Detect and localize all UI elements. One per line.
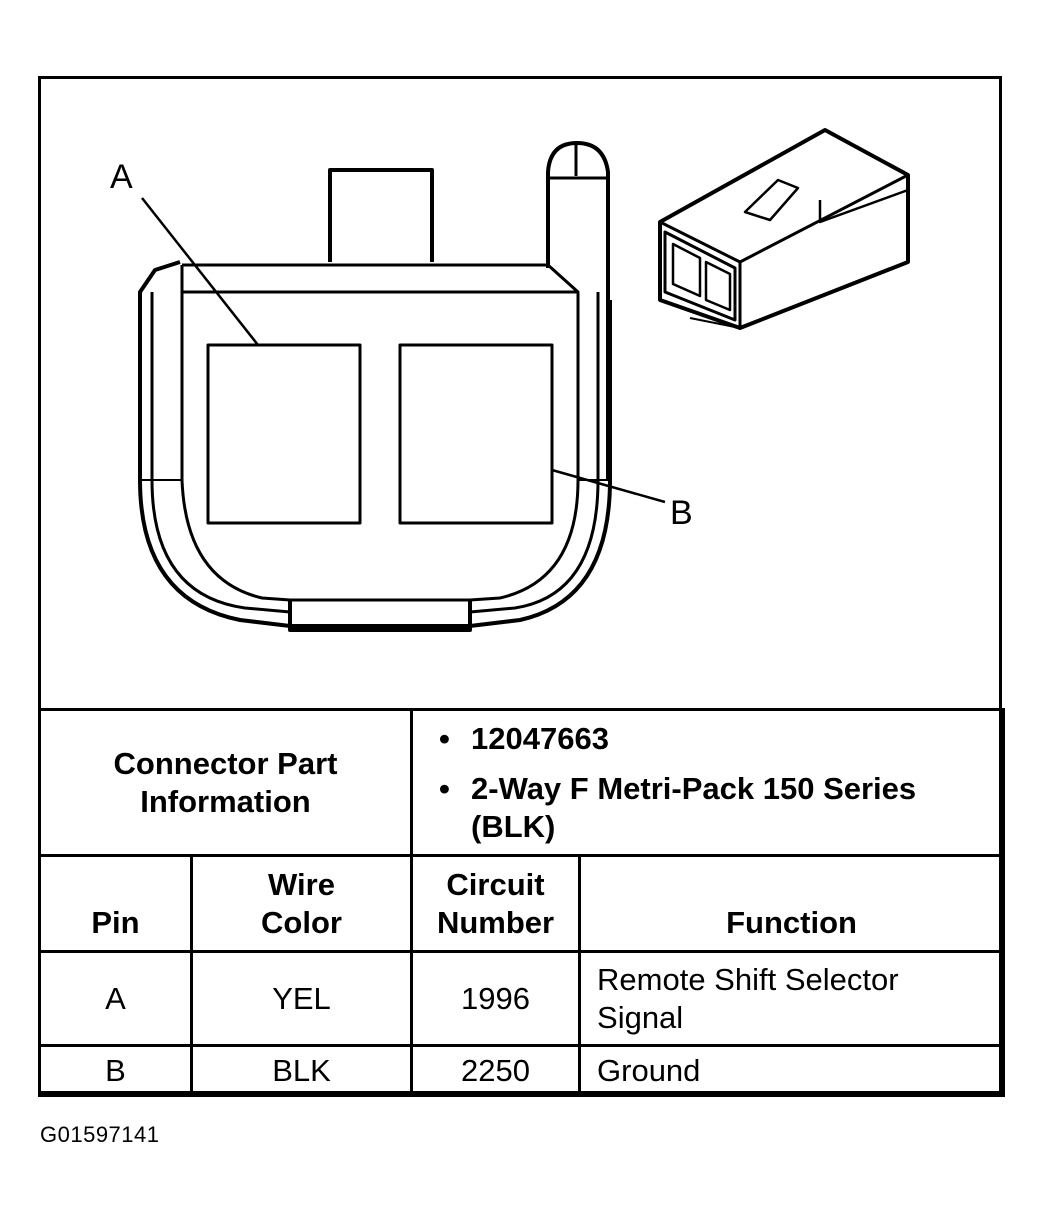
connector-part-number: •12047663 [439,720,609,756]
circuit-number-cell: 2250 [410,1044,582,1097]
connector-body-inner [180,263,580,294]
terminal-cavity-a [206,343,362,525]
function-cell: Ground [578,1044,1006,1097]
function-cell: Remote Shift Selector Signal [578,950,1006,1047]
connector-part-info-label: Connector Part Information [37,708,414,857]
connector-isometric-view [658,128,910,330]
connector-description: •2-Way F Metri-Pack 150 Series (BLK) [439,770,917,844]
header-function: Function [578,854,1006,953]
table-row: A YEL 1996 Remote Shift Selector Signal [38,950,1006,1047]
connector-body-outer [138,260,612,628]
header-circuit-number: Circuit Number [410,854,582,953]
connector-lock-tab [328,168,434,262]
callout-b-label: B [670,494,693,532]
table-row: B BLK 2250 Ground [38,1044,1006,1097]
connector-part-info-values: •12047663 •2-Way F Metri-Pack 150 Series… [410,708,1006,857]
callout-a-leader [141,197,259,346]
pin-table-header-row: Pin Wire Color Circuit Number Function [38,854,1006,953]
wire-color-cell: YEL [189,950,414,1047]
callout-b-leader [551,468,666,504]
terminal-cavity-b [398,343,554,525]
pin-cell: B [38,1044,193,1097]
circuit-number-cell: 1996 [410,950,582,1047]
pin-cell: A [38,950,193,1047]
connector-info-table: Connector Part Information •12047663 •2-… [37,708,1006,1097]
header-pin: Pin [38,854,193,953]
connector-illustration [138,128,910,632]
callout-a-label: A [110,158,133,196]
header-wire-color: Wire Color [189,854,414,953]
wire-color-cell: BLK [189,1044,414,1097]
figure-id: G01597141 [40,1122,160,1147]
connector-info-row: Connector Part Information •12047663 •2-… [37,708,1006,857]
connector-latch-post [546,141,610,480]
